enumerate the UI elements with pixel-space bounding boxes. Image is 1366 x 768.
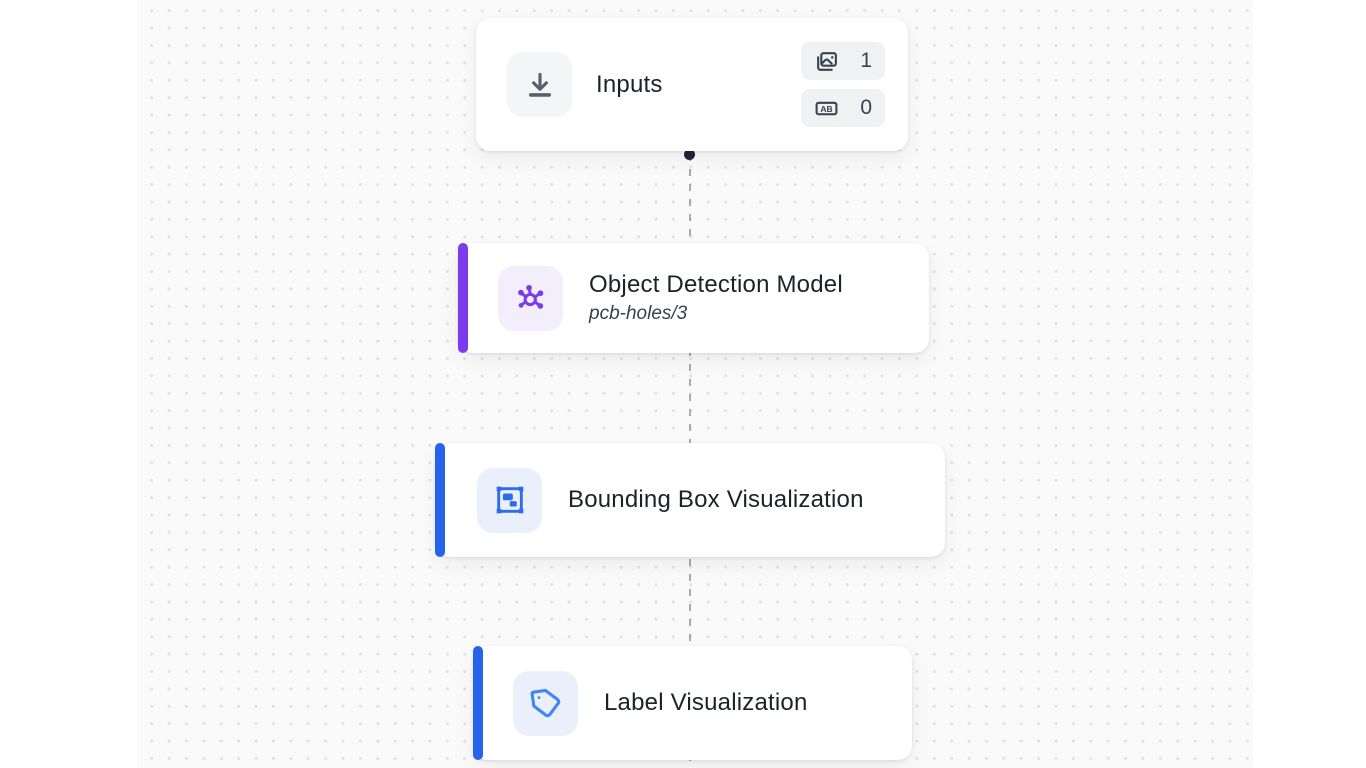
connector-output-handle[interactable]: [684, 149, 695, 160]
node-title: Object Detection Model: [589, 271, 843, 298]
node-object-detection-model[interactable]: Object Detection Model pcb-holes/3: [458, 243, 929, 353]
node-title: Bounding Box Visualization: [568, 486, 864, 513]
image-count-value: 1: [860, 49, 872, 72]
model-hub-icon: [498, 265, 563, 331]
node-model-id: pcb-holes/3: [589, 303, 688, 324]
accent-bar: [435, 443, 445, 557]
text-input-icon: AB: [814, 96, 839, 121]
image-count-badge[interactable]: 1: [801, 42, 885, 80]
node-title: Label Visualization: [604, 689, 808, 716]
text-count-badge[interactable]: AB 0: [801, 89, 885, 127]
bounding-box-icon: [477, 467, 542, 533]
node-inputs[interactable]: Inputs 1 AB: [476, 18, 908, 151]
accent-bar: [458, 243, 468, 353]
text-count-value: 0: [860, 96, 872, 119]
svg-text:AB: AB: [820, 103, 832, 113]
accent-bar: [473, 646, 483, 760]
node-title: Inputs: [596, 70, 663, 98]
download-icon: [507, 52, 572, 117]
tag-icon: [513, 670, 578, 736]
images-icon: [814, 49, 839, 74]
node-bounding-box-visualization[interactable]: Bounding Box Visualization: [435, 443, 945, 557]
node-label-visualization[interactable]: Label Visualization: [473, 646, 912, 760]
workflow-canvas[interactable]: Inputs 1 AB: [137, 0, 1253, 768]
